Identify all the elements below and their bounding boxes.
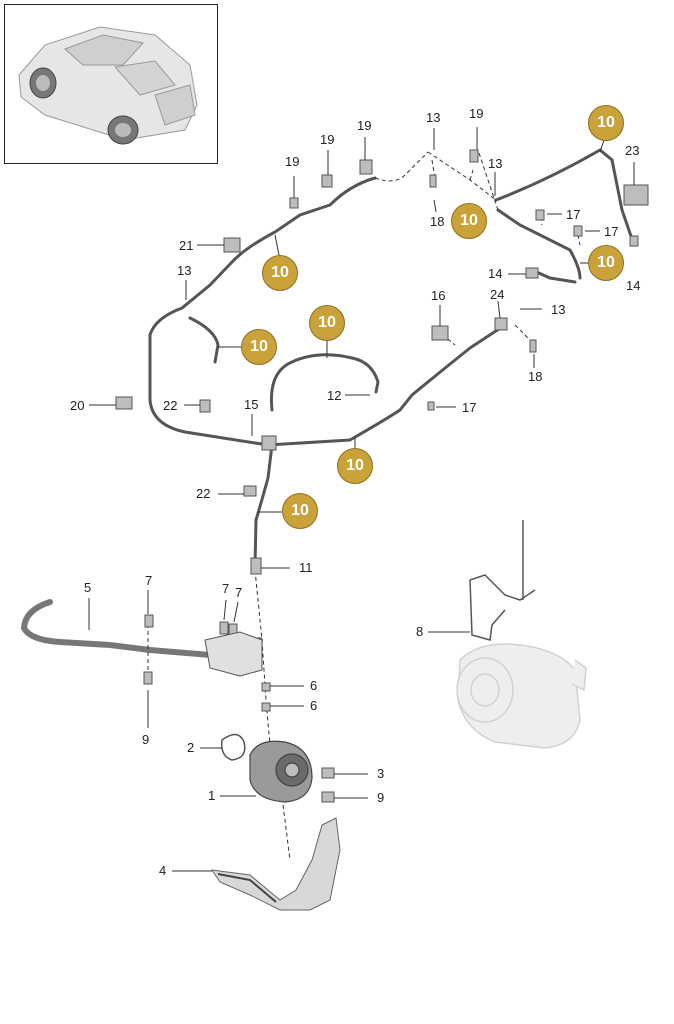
callout-badge[interactable]: 10 xyxy=(262,255,298,291)
callout-badge[interactable]: 10 xyxy=(241,329,277,365)
part-label-21[interactable]: 21 xyxy=(179,238,194,253)
part-label-6[interactable]: 6 xyxy=(310,678,318,693)
part-label-13[interactable]: 13 xyxy=(177,263,192,278)
part-label-7[interactable]: 7 xyxy=(222,581,230,596)
part-label-18[interactable]: 18 xyxy=(528,369,543,384)
part-label-13[interactable]: 13 xyxy=(426,110,441,125)
part-label-22[interactable]: 22 xyxy=(163,398,178,413)
part-label-23[interactable]: 23 xyxy=(625,143,640,158)
part-label-16[interactable]: 16 xyxy=(431,288,446,303)
part-label-19[interactable]: 19 xyxy=(320,132,335,147)
part-label-9[interactable]: 9 xyxy=(377,790,385,805)
part-label-18[interactable]: 18 xyxy=(430,214,445,229)
part-label-22[interactable]: 22 xyxy=(196,486,211,501)
part-label-20[interactable]: 20 xyxy=(70,398,85,413)
part-label-7[interactable]: 7 xyxy=(145,573,153,588)
part-label-3[interactable]: 3 xyxy=(377,766,385,781)
part-label-4[interactable]: 4 xyxy=(159,863,167,878)
callout-badge[interactable]: 10 xyxy=(588,245,624,281)
part-label-15[interactable]: 15 xyxy=(244,397,259,412)
vehicle-thumbnail xyxy=(4,4,218,164)
part-label-17[interactable]: 17 xyxy=(462,400,477,415)
part-label-19[interactable]: 19 xyxy=(469,106,484,121)
part-label-9[interactable]: 9 xyxy=(142,732,150,747)
part-label-13[interactable]: 13 xyxy=(488,156,503,171)
part-label-13[interactable]: 13 xyxy=(551,302,566,317)
car-icon xyxy=(18,26,198,145)
part-label-7[interactable]: 7 xyxy=(235,585,243,600)
part-label-14[interactable]: 14 xyxy=(626,278,641,293)
callout-badge[interactable]: 10 xyxy=(337,448,373,484)
part-label-14[interactable]: 14 xyxy=(488,266,503,281)
part-label-17[interactable]: 17 xyxy=(566,207,581,222)
part-label-6[interactable]: 6 xyxy=(310,698,318,713)
part-label-24[interactable]: 24 xyxy=(490,287,505,302)
callout-badge[interactable]: 10 xyxy=(309,305,345,341)
part-label-1[interactable]: 1 xyxy=(208,788,216,803)
part-label-17[interactable]: 17 xyxy=(604,224,619,239)
part-label-5[interactable]: 5 xyxy=(84,580,92,595)
part-label-19[interactable]: 19 xyxy=(357,118,372,133)
part-label-2[interactable]: 2 xyxy=(187,740,195,755)
part-label-19[interactable]: 19 xyxy=(285,154,300,169)
part-label-11[interactable]: 11 xyxy=(299,560,313,575)
callout-badge[interactable]: 10 xyxy=(282,493,318,529)
callout-badge[interactable]: 10 xyxy=(588,105,624,141)
part-label-12[interactable]: 12 xyxy=(327,388,342,403)
callout-badge[interactable]: 10 xyxy=(451,203,487,239)
part-label-8[interactable]: 8 xyxy=(416,624,424,639)
